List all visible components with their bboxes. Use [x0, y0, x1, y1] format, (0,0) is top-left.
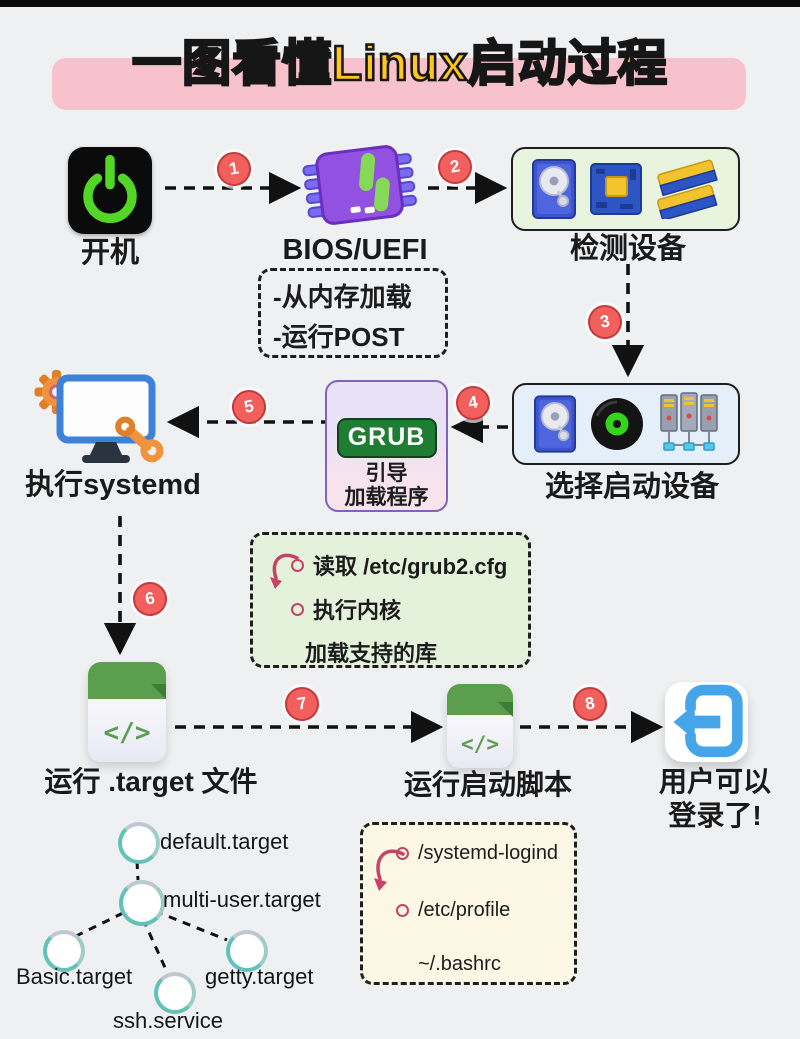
select-boot-device-box [512, 383, 740, 465]
tree-label-default-target: default.target [160, 829, 289, 854]
target-file-icon: </> [88, 662, 166, 762]
login-details-box: /systemd-logind /etc/profile ~/.bashrc [360, 822, 577, 985]
bullet-icon [396, 847, 409, 860]
login-label-line1: 用户可以 [658, 766, 771, 797]
ram-icon [656, 159, 718, 219]
bullet-icon [396, 904, 409, 917]
grub-detail-1: 读取 /etc/grub2.cfg [313, 554, 508, 579]
code-glyph: </> [461, 732, 499, 757]
bios-note-1: -从内存加载 [273, 282, 412, 312]
run-target-label: 运行 .target 文件 [44, 766, 258, 797]
grub-caption-1: 引导 [365, 462, 408, 485]
login-label-line2: 登录了! [668, 800, 762, 831]
bios-chip-icon [302, 145, 417, 225]
page-title-part2: Linux启动过程 [331, 36, 668, 93]
page-fold-icon [151, 684, 166, 699]
tree-node-default-target [118, 822, 160, 864]
harddisk-icon [533, 395, 576, 453]
top-black-bar [0, 0, 800, 7]
detect-label: 检测设备 [569, 233, 686, 265]
systemd-label: 执行systemd [25, 469, 201, 501]
bios-note-2: -运行POST [273, 322, 405, 353]
server-rack-icon [659, 392, 718, 451]
disc-icon [591, 398, 643, 450]
login-detail-1: /systemd-logind [418, 842, 559, 864]
curved-arrow-icon [270, 553, 299, 589]
page-fold-icon [498, 702, 513, 718]
code-glyph: </> [103, 718, 151, 748]
page-title: 一图看懂Linux启动过程 [0, 24, 800, 95]
bios-label: BIOS/UEFI [282, 234, 428, 266]
grub-detail-3: 加载支持的库 [305, 641, 438, 666]
power-label: 开机 [80, 237, 139, 269]
grub-box: GRUB 引导 加载程序 [325, 380, 448, 512]
tree-label-ssh-service: ssh.service [113, 1008, 224, 1033]
harddisk-icon [532, 159, 577, 219]
tree-node-getty-target [226, 930, 268, 972]
select-boot-label: 选择启动设备 [544, 471, 719, 503]
bullet-icon [291, 558, 304, 572]
wrench-icon [115, 416, 164, 463]
motherboard-icon [589, 163, 642, 215]
tree-node-basic-target [43, 930, 85, 972]
tree-label-basic-target: Basic.target [16, 964, 133, 989]
bios-notes-box: -从内存加载 -运行POST [258, 268, 448, 358]
tree-node-multi-user-target [119, 880, 165, 926]
run-scripts-label: 运行启动脚本 [403, 769, 572, 800]
login-detail-3: ~/.bashrc [418, 953, 501, 975]
grub-detail-2: 执行内核 [313, 598, 402, 623]
systemd-monitor-icon [34, 370, 164, 463]
grub-badge: GRUB [336, 418, 437, 458]
login-icon [665, 682, 748, 762]
bullet-icon [291, 602, 304, 616]
scripts-file-icon: </> [447, 684, 513, 768]
tree-label-getty-target: getty.target [205, 964, 314, 989]
login-label: 用户可以 登录了! [645, 765, 785, 833]
title-highlight-band [52, 58, 746, 110]
login-detail-2: /etc/profile [418, 899, 511, 921]
grub-caption-2: 加载程序 [344, 486, 429, 510]
tree-label-multi-user-target: multi-user.target [163, 887, 321, 912]
power-icon [68, 147, 152, 234]
detect-devices-box [511, 147, 740, 231]
tree-node-ssh-service [154, 972, 196, 1014]
grub-details-box: 读取 /etc/grub2.cfg 执行内核 加载支持的库 [250, 532, 531, 668]
page-title-part1: 一图看懂 [131, 36, 333, 93]
